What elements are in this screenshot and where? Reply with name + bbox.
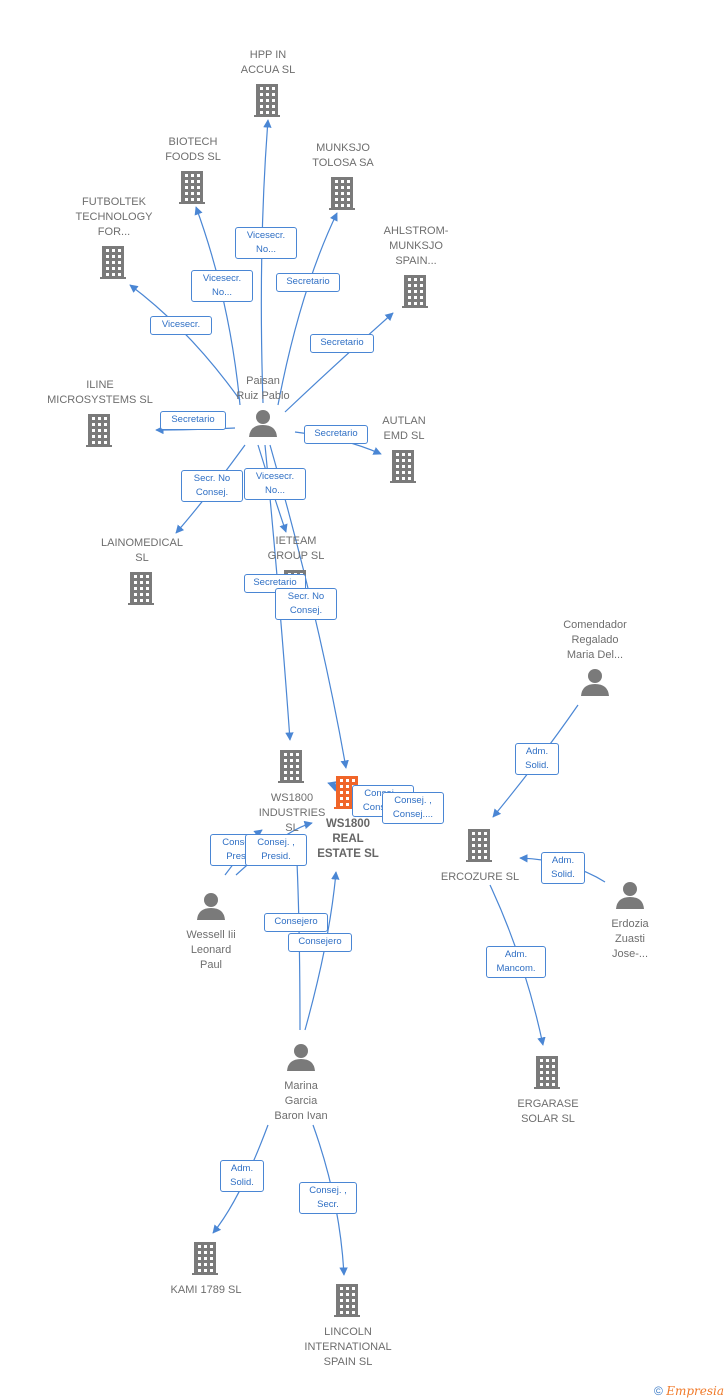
building-icon [483,1054,613,1095]
building-icon [141,1240,271,1281]
company-node-iline[interactable]: ILINE MICROSYSTEMS SL [35,378,165,453]
edge-label[interactable]: Vicesecr. [150,316,212,335]
node-label: Comendador Regalado Maria Del... [563,619,627,661]
building-icon [49,244,179,285]
node-label: HPP IN ACCUA SL [240,49,296,76]
edge-label[interactable]: Adm. Solid. [515,743,559,775]
node-label: ERGARASE SOLAR SL [517,1098,579,1125]
edge-paisan-to-hpp [260,119,272,404]
node-label: Erdozia Zuasti Jose-... [611,918,649,960]
company-node-ahlstrom[interactable]: AHLSTROM- MUNKSJO SPAIN... [351,224,481,314]
building-icon [415,827,545,868]
edge-label[interactable]: Vicesecr. No... [235,227,297,259]
edge-label[interactable]: Secretario [160,411,226,430]
company-node-lainomedical[interactable]: LAINOMEDICAL SL [77,536,207,611]
edge-label[interactable]: Secretario [304,425,368,444]
building-icon [35,412,165,453]
edge-paisan-to-biotech [194,206,241,406]
copyright-icon: © [654,1384,663,1398]
company-node-ergarase[interactable]: ERGARASE SOLAR SL [483,1054,613,1127]
company-node-munksjo_tolosa[interactable]: MUNKSJO TOLOSA SA [278,141,408,216]
person-icon [198,408,328,443]
edge-paisan-to-ahlstrom [284,312,394,413]
company-node-futboltek[interactable]: FUTBOLTEK TECHNOLOGY FOR... [49,195,179,285]
node-label: Marina Garcia Baron Ivan [274,1080,328,1122]
edge-label[interactable]: Vicesecr. No... [244,468,306,500]
person-node-erdozia[interactable]: Erdozia Zuasti Jose-... [565,880,695,962]
edge-label[interactable]: Adm. Solid. [541,852,585,884]
edge-paisan-to-futboltek [129,284,241,401]
company-node-kami[interactable]: KAMI 1789 SL [141,1240,271,1298]
node-label: AHLSTROM- MUNKSJO SPAIN... [383,225,449,267]
node-label: LINCOLN INTERNATIONAL SPAIN SL [304,1326,392,1368]
brand-logo: Empresia [666,1384,724,1398]
edge-label[interactable]: Consej. , Consej.... [382,792,444,824]
edge-label[interactable]: Adm. Solid. [220,1160,264,1192]
node-label: FUTBOLTEK TECHNOLOGY FOR... [75,196,153,238]
node-label: BIOTECH FOODS SL [165,136,221,163]
company-node-hpp[interactable]: HPP IN ACCUA SL [203,48,333,123]
node-label: Wessell Iii Leonard Paul [186,929,236,971]
edge-label[interactable]: Vicesecr. No... [191,270,253,302]
edge-label[interactable]: Adm. Mancom. [486,946,546,978]
node-label: Paisan Ruiz Pablo [236,375,290,402]
edge-label[interactable]: Consej. , Presid. [245,834,307,866]
edge-label[interactable]: Consejero [264,913,328,932]
edge-label[interactable]: Secretario [310,334,374,353]
person-icon [146,891,276,926]
company-node-lincoln[interactable]: LINCOLN INTERNATIONAL SPAIN SL [283,1282,413,1370]
building-icon [128,169,258,210]
person-node-paisan[interactable]: Paisan Ruiz Pablo [198,374,328,443]
building-icon [339,448,469,489]
person-node-comendador[interactable]: Comendador Regalado Maria Del... [530,618,660,702]
node-label: AUTLAN EMD SL [382,415,426,442]
person-icon [565,880,695,915]
edge-label[interactable]: Secr. No Consej. [181,470,243,502]
building-icon [351,273,481,314]
building-icon [283,1282,413,1323]
node-label: WS1800 REAL ESTATE SL [317,818,379,860]
company-node-biotech[interactable]: BIOTECH FOODS SL [128,135,258,210]
node-label: ILINE MICROSYSTEMS SL [47,379,153,406]
node-label: LAINOMEDICAL SL [101,537,183,564]
company-node-ws1800_ind[interactable]: WS1800 INDUSTRIES SL [227,748,357,836]
edge-label[interactable]: Secretario [276,273,340,292]
edge-label[interactable]: Consej. , Secr. [299,1182,357,1214]
node-label: KAMI 1789 SL [170,1284,242,1296]
company-node-ercozure[interactable]: ERCOZURE SL [415,827,545,885]
building-icon [227,748,357,789]
footer-brand: © Empresia [654,1384,724,1398]
node-label: IETEAM GROUP SL [267,535,325,562]
building-icon [203,82,333,123]
node-label: WS1800 INDUSTRIES SL [258,792,326,834]
edge-label[interactable]: Secr. No Consej. [275,588,337,620]
person-icon [236,1042,366,1077]
node-label: MUNKSJO TOLOSA SA [312,142,374,169]
person-node-marina[interactable]: Marina Garcia Baron Ivan [236,1042,366,1124]
node-label: ERCOZURE SL [440,871,520,883]
edge-label[interactable]: Consejero [288,933,352,952]
person-node-wessell[interactable]: Wessell Iii Leonard Paul [146,891,276,973]
edge-paisan-to-munksjo_tolosa [277,212,338,406]
building-icon [77,570,207,611]
company-node-autlan[interactable]: AUTLAN EMD SL [339,414,469,489]
person-icon [530,667,660,702]
building-icon [278,175,408,216]
